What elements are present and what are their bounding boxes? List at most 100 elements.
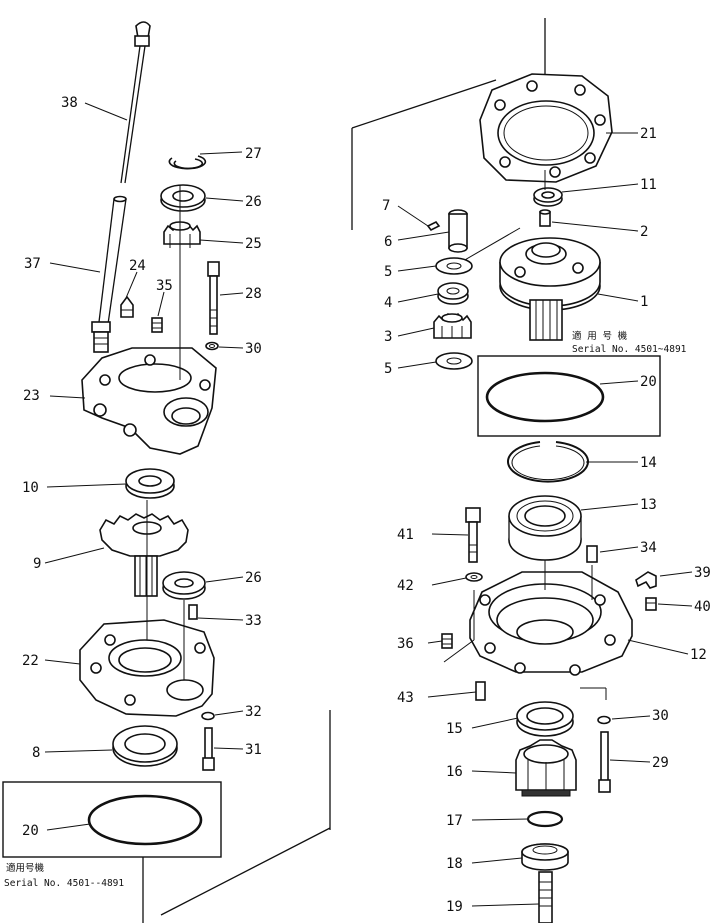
label-35: 35 xyxy=(156,278,173,294)
inset-box-left xyxy=(2,781,222,858)
label-30-right: 30 xyxy=(652,708,669,724)
label-30-left: 30 xyxy=(245,341,262,357)
label-2: 2 xyxy=(640,224,648,240)
label-9: 9 xyxy=(33,556,41,572)
label-25: 25 xyxy=(245,236,262,252)
label-36: 36 xyxy=(397,636,414,652)
serial-note-left-line1: 適用号機 xyxy=(6,862,45,874)
label-26-lower: 26 xyxy=(245,570,262,586)
part-main-housing-12 xyxy=(443,565,633,700)
part-pin-7 xyxy=(426,220,441,232)
label-34: 34 xyxy=(640,540,657,556)
label-13: 13 xyxy=(640,497,657,513)
part-oil-seal-15 xyxy=(516,701,574,737)
label-17: 17 xyxy=(446,813,463,829)
part-thrust-washer-5-upper xyxy=(435,257,473,275)
part-labels: 38 37 24 35 27 26 25 28 30 23 10 9 26 33… xyxy=(22,95,711,915)
part-bearing-26-lower xyxy=(162,571,206,600)
part-bearing-10 xyxy=(125,468,175,499)
part-cap-18 xyxy=(521,843,569,871)
part-snap-ring-14 xyxy=(507,441,589,483)
label-16: 16 xyxy=(446,764,463,780)
part-shaft-6 xyxy=(448,209,468,253)
label-28: 28 xyxy=(245,286,262,302)
part-bolt-19 xyxy=(538,871,553,923)
label-38: 38 xyxy=(61,95,78,111)
label-42: 42 xyxy=(397,578,414,594)
serial-note-right-line2: Serial No. 4501~4891 xyxy=(572,344,687,355)
label-31: 31 xyxy=(245,742,262,758)
label-18: 18 xyxy=(446,856,463,872)
part-guide-pipe xyxy=(91,195,127,353)
part-breather-24 xyxy=(120,295,134,318)
part-washer-30-left xyxy=(205,341,219,351)
part-bearing-4 xyxy=(437,282,469,305)
part-gear-9 xyxy=(99,513,189,597)
label-4: 4 xyxy=(384,295,392,311)
part-carrier-housing-22 xyxy=(79,500,215,717)
serial-note-left-line2: Serial No. 4501--4891 xyxy=(4,878,124,889)
part-ring-gear-21 xyxy=(479,73,613,183)
part-housing-cover-23 xyxy=(81,185,217,455)
part-o-ring-20-right xyxy=(485,371,605,423)
label-20-left: 20 xyxy=(22,823,39,839)
part-bearing-26-upper xyxy=(160,184,206,212)
part-bearing-11 xyxy=(533,187,563,207)
label-3: 3 xyxy=(384,329,392,345)
part-bearing-13 xyxy=(508,495,582,561)
label-20-right: 20 xyxy=(640,374,657,390)
part-elbow-39 xyxy=(635,571,657,589)
part-bolt-29 xyxy=(598,731,611,793)
label-23: 23 xyxy=(23,388,40,404)
left-assembly xyxy=(2,21,331,923)
part-bolt-41 xyxy=(465,507,481,563)
label-24: 24 xyxy=(129,258,146,274)
leader-lines-left xyxy=(44,102,244,831)
label-5-upper: 5 xyxy=(384,264,392,280)
inset-box-right xyxy=(477,355,661,437)
part-o-ring-17 xyxy=(526,810,564,828)
part-washer-42 xyxy=(465,572,483,582)
label-43: 43 xyxy=(397,690,414,706)
label-5-lower: 5 xyxy=(384,361,392,377)
part-snap-ring-27 xyxy=(168,155,207,170)
part-plug-40 xyxy=(645,597,657,611)
label-33: 33 xyxy=(245,613,262,629)
label-8: 8 xyxy=(32,745,40,761)
part-bolt-31 xyxy=(202,727,215,771)
label-1: 1 xyxy=(640,294,648,310)
label-27: 27 xyxy=(245,146,262,162)
label-41: 41 xyxy=(397,527,414,543)
label-11: 11 xyxy=(640,177,657,193)
part-planet-gear-3 xyxy=(433,312,472,339)
part-o-ring-20-left xyxy=(87,794,203,846)
part-pinion-25 xyxy=(163,221,201,248)
label-32: 32 xyxy=(245,704,262,720)
part-pin-43 xyxy=(475,681,486,701)
label-19: 19 xyxy=(446,899,463,915)
part-pin-33 xyxy=(188,604,198,620)
part-planet-carrier-1 xyxy=(499,237,601,341)
leader-lines-right xyxy=(397,132,693,907)
label-22: 22 xyxy=(22,653,39,669)
label-7: 7 xyxy=(382,198,390,214)
label-15: 15 xyxy=(446,721,463,737)
part-bushing-2 xyxy=(539,209,551,227)
label-40: 40 xyxy=(694,599,711,615)
part-washer-30-right xyxy=(597,715,611,725)
label-10: 10 xyxy=(22,480,39,496)
part-plug-36 xyxy=(441,633,453,649)
right-assembly: 適 用 号 機 Serial No. 4501~4891 xyxy=(351,18,687,923)
label-26-upper: 26 xyxy=(245,194,262,210)
label-14: 14 xyxy=(640,455,657,471)
part-sprocket-16 xyxy=(515,739,577,797)
part-oil-seal-8 xyxy=(112,725,178,767)
part-pin-34 xyxy=(586,545,598,563)
part-plug-35 xyxy=(151,317,163,333)
part-washer-32 xyxy=(201,711,215,721)
label-29: 29 xyxy=(652,755,669,771)
label-12: 12 xyxy=(690,647,707,663)
serial-note-right-line1: 適 用 号 機 xyxy=(572,330,628,342)
part-thrust-washer-5-lower xyxy=(435,352,473,370)
